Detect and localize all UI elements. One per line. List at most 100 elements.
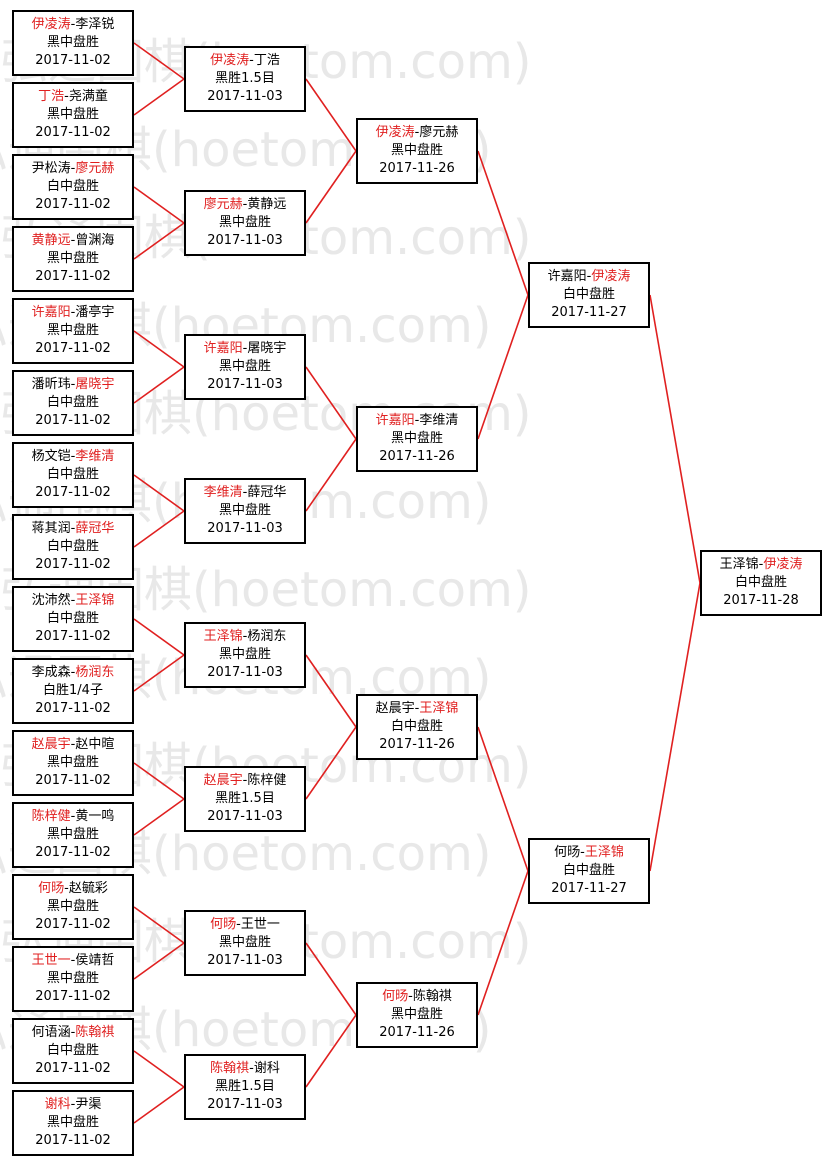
player-name: 许嘉阳	[31, 305, 71, 320]
player-separator: -	[758, 557, 764, 572]
connector-line	[305, 726, 357, 800]
match-date: 2017-11-02	[35, 341, 111, 356]
match-result: 黑中盘胜	[218, 647, 271, 662]
player-name: 屠晓宇	[75, 377, 115, 392]
connector-line	[649, 294, 701, 584]
match-players: 沈沛然-王泽锦	[32, 592, 115, 610]
match-result: 白中盘胜	[46, 467, 99, 482]
match-result: 黑中盘胜	[390, 143, 443, 158]
player-name: 王泽锦	[719, 557, 759, 572]
match-date: 2017-11-02	[35, 269, 111, 284]
match-players: 许嘉阳-潘亭宇	[32, 304, 115, 322]
player-name: 李维清	[203, 485, 243, 500]
match-result: 白中盘胜	[46, 611, 99, 626]
match-date: 2017-11-02	[35, 125, 111, 140]
player-name: 丁浩	[38, 89, 65, 104]
match-players: 陈梓健-黄一鸣	[32, 808, 115, 826]
connector-line	[133, 42, 185, 80]
player-name: 廖元赫	[203, 197, 243, 212]
match-date: 2017-11-02	[35, 1133, 111, 1148]
player-name: 陈翰祺	[75, 1025, 115, 1040]
match-result: 黑中盘胜	[46, 755, 99, 770]
player-name: 何旸	[210, 917, 237, 932]
match-players: 李维清-薛冠华	[204, 484, 287, 502]
match-result: 白中盘胜	[562, 863, 615, 878]
player-separator: -	[70, 305, 76, 320]
match-result: 白中盘胜	[46, 1043, 99, 1058]
player-name: 丁浩	[253, 53, 280, 68]
player-name: 王泽锦	[419, 701, 459, 716]
match-date: 2017-11-03	[207, 89, 283, 104]
match-players: 赵晨宇-赵中暄	[32, 736, 115, 754]
match-players: 丁浩-尧满童	[38, 88, 108, 106]
player-name: 许嘉阳	[547, 269, 587, 284]
connector-line	[305, 1014, 357, 1088]
connector-line	[133, 510, 185, 548]
connector-line	[305, 78, 357, 152]
match-players: 何旸-王世一	[210, 916, 280, 934]
match-date: 2017-11-02	[35, 1061, 111, 1076]
connector-line	[305, 942, 357, 1016]
player-name: 尹松涛	[31, 161, 71, 176]
player-name: 伊凌涛	[31, 17, 71, 32]
match-date: 2017-11-02	[35, 845, 111, 860]
match-result: 黑中盘胜	[46, 107, 99, 122]
match-result: 黑中盘胜	[390, 1007, 443, 1022]
player-name: 李维清	[419, 413, 459, 428]
match-date: 2017-11-02	[35, 773, 111, 788]
player-separator: -	[580, 845, 585, 860]
match-date: 2017-11-28	[723, 593, 799, 608]
connector-line	[133, 654, 185, 692]
match-date: 2017-11-03	[207, 809, 283, 824]
player-name: 薛冠华	[75, 521, 115, 536]
connector-line	[133, 186, 185, 224]
match-result: 白中盘胜	[390, 719, 443, 734]
match-players: 王泽锦-杨润东	[204, 628, 287, 646]
match-box-round-1: 陈梓健-黄一鸣黑中盘胜 2017-11-02	[12, 802, 134, 868]
player-separator: -	[249, 1061, 254, 1076]
match-date: 2017-11-02	[35, 413, 111, 428]
player-separator: -	[70, 737, 76, 752]
match-date: 2017-11-27	[551, 305, 627, 320]
player-name: 薛冠华	[247, 485, 287, 500]
player-name: 曾渊海	[75, 233, 115, 248]
player-name: 伊凌涛	[763, 557, 803, 572]
player-separator: -	[242, 485, 248, 500]
connector-line	[133, 942, 185, 980]
match-result: 黑中盘胜	[46, 827, 99, 842]
player-separator: -	[249, 53, 254, 68]
match-players: 许嘉阳-屠晓宇	[204, 340, 287, 358]
match-box-round-1: 赵晨宇-赵中暄黑中盘胜 2017-11-02	[12, 730, 134, 796]
connector-line	[133, 330, 185, 368]
match-result: 黑中盘胜	[46, 1115, 99, 1130]
connector-line	[133, 222, 185, 260]
player-name: 陈翰祺	[412, 989, 452, 1004]
player-separator: -	[70, 233, 76, 248]
player-separator: -	[242, 197, 248, 212]
match-players: 王泽锦-伊凌涛	[720, 556, 803, 574]
player-name: 王泽锦	[584, 845, 624, 860]
player-name: 赵中暄	[75, 737, 115, 752]
match-date: 2017-11-02	[35, 701, 111, 716]
player-name: 赵晨宇	[203, 773, 243, 788]
player-separator: -	[70, 1025, 76, 1040]
match-date: 2017-11-03	[207, 521, 283, 536]
player-name: 李泽锐	[75, 17, 115, 32]
connector-line	[477, 150, 529, 296]
match-players: 杨文铠-李维清	[32, 448, 115, 466]
player-name: 杨润东	[247, 629, 287, 644]
player-name: 屠晓宇	[247, 341, 287, 356]
match-result: 黑胜1.5目	[215, 791, 275, 806]
